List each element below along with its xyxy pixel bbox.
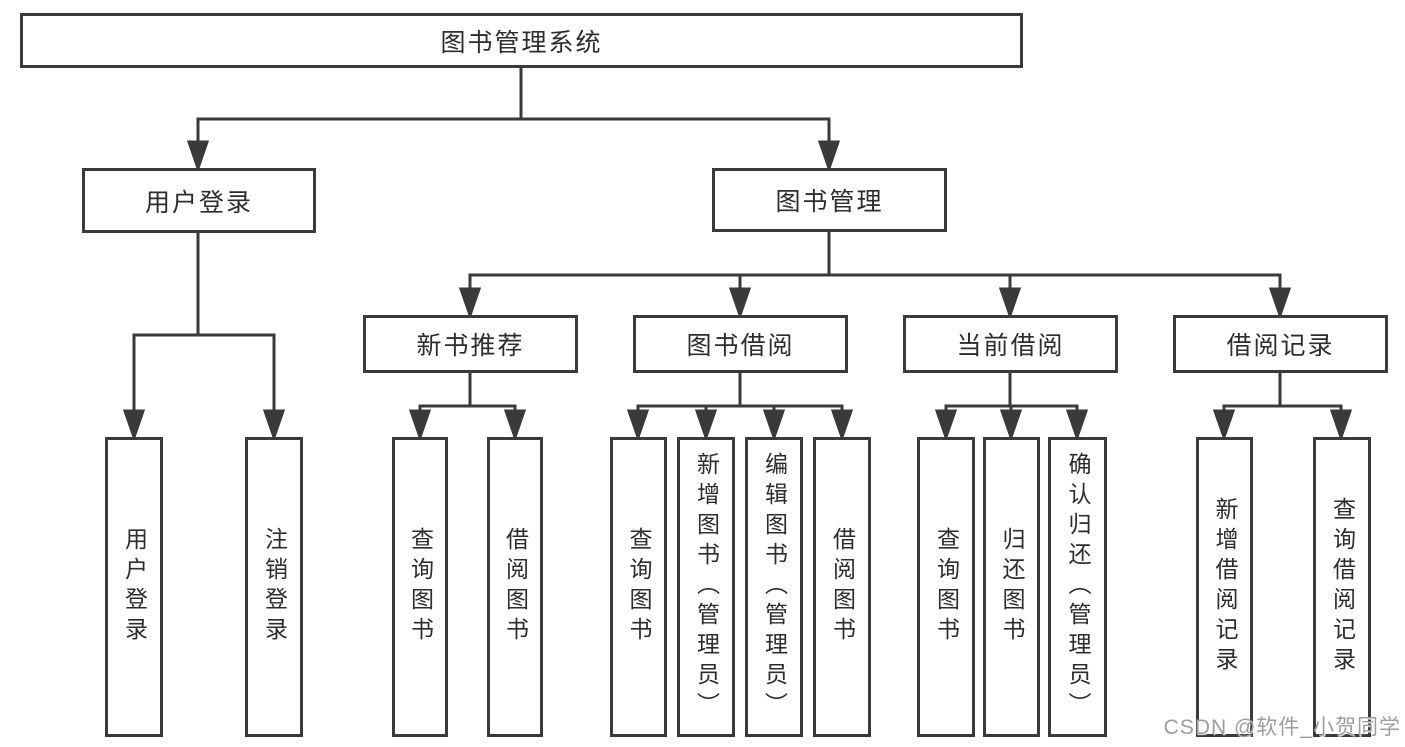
node-current-borrow: 当前借阅 — [903, 315, 1118, 373]
arrowhead — [458, 287, 482, 320]
arrowhead — [186, 140, 210, 173]
node-root: 图书管理系统 — [20, 13, 1023, 68]
arrowhead — [262, 409, 286, 442]
arrowhead — [934, 409, 958, 442]
arrowhead — [817, 140, 841, 173]
arrowhead — [728, 287, 752, 320]
node-leaf-user-login: 用户登录 — [105, 437, 163, 737]
arrowhead — [1212, 409, 1236, 442]
arrowhead — [998, 287, 1022, 320]
connector-root-to-level2 — [186, 66, 841, 173]
arrowhead — [408, 409, 432, 442]
node-leaf-bb-edit-books-admin: 编辑图书（管理员） — [745, 437, 803, 737]
node-leaf-cb-return-books: 归还图书 — [983, 437, 1040, 737]
arrowhead — [122, 409, 146, 442]
arrowhead — [503, 409, 527, 442]
arrowhead — [830, 409, 854, 442]
node-leaf-nbr-borrow-books: 借阅图书 — [487, 437, 543, 737]
node-leaf-nbr-query-books: 查询图书 — [392, 437, 448, 737]
arrowhead — [626, 409, 650, 442]
connector-book-mgmt-children — [458, 230, 1292, 320]
node-leaf-cb-confirm-return-admin: 确认归还（管理员） — [1048, 437, 1107, 737]
node-book-mgmt: 图书管理 — [712, 168, 947, 232]
watermark: CSDN @软件_小贺同学 — [1163, 716, 1401, 739]
connector-borrow-record-children — [1212, 371, 1353, 442]
connector-user-login-children — [122, 231, 286, 442]
node-new-book-rec: 新书推荐 — [363, 315, 578, 373]
node-leaf-br-query-record: 查询借阅记录 — [1313, 437, 1371, 737]
arrowhead — [1268, 287, 1292, 320]
connector-current-borrow-children — [934, 371, 1089, 442]
arrowhead — [1329, 409, 1353, 442]
arrowhead — [1065, 409, 1089, 442]
arrowhead — [999, 409, 1023, 442]
node-borrow-record: 借阅记录 — [1173, 315, 1388, 373]
node-leaf-bb-borrow-books: 借阅图书 — [813, 437, 871, 737]
connector-book-borrow-children — [626, 371, 854, 442]
node-book-borrow: 图书借阅 — [633, 315, 848, 373]
arrowhead — [762, 409, 786, 442]
node-leaf-bb-query-books: 查询图书 — [610, 437, 667, 737]
arrowhead — [694, 409, 718, 442]
node-leaf-logout: 注销登录 — [245, 437, 303, 737]
node-leaf-bb-add-books-admin: 新增图书（管理员） — [677, 437, 735, 737]
node-leaf-br-add-record: 新增借阅记录 — [1196, 437, 1253, 737]
node-leaf-cb-query-books: 查询图书 — [917, 437, 975, 737]
connector-new-book-rec-children — [408, 371, 527, 442]
node-user-login: 用户登录 — [82, 168, 316, 233]
